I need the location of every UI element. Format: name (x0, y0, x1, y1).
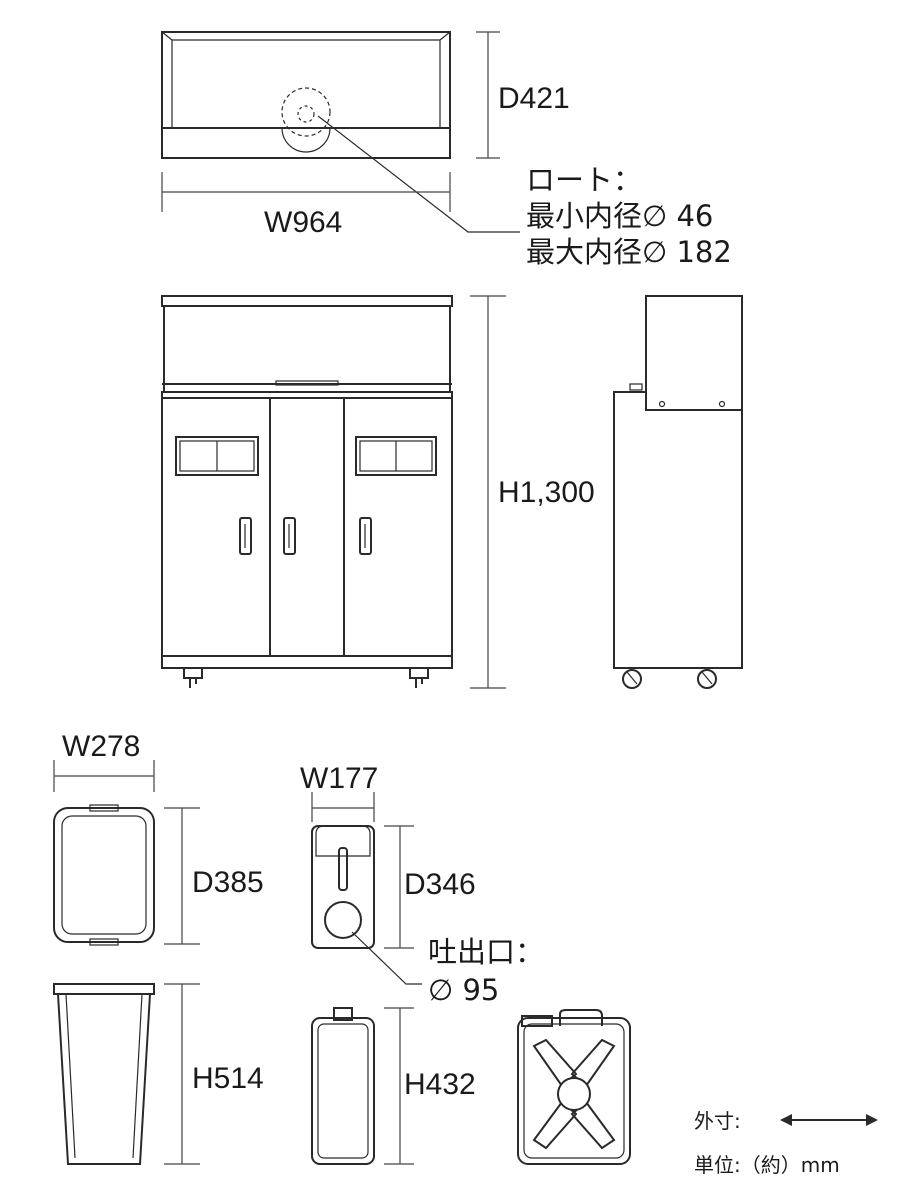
tank-height-dimension (384, 1007, 414, 1165)
bin-top-view (53, 804, 155, 946)
funnel-max-diameter: 最大内径∅ 182 (526, 235, 732, 269)
top-view (161, 31, 520, 233)
front-view (161, 295, 453, 688)
side-view (613, 295, 743, 689)
main-height-dimension (470, 295, 506, 689)
tank-top-view (311, 825, 422, 985)
tank-width-dimension (311, 792, 375, 822)
funnel-min-diameter: 最小内径∅ 46 (526, 199, 713, 233)
top-width-dimension (161, 172, 451, 212)
spout-title: 吐出口： (428, 935, 544, 969)
tank-side-view (311, 1007, 375, 1165)
legend-outer-label: 外寸: (694, 1109, 741, 1133)
tank-height-label: H432 (404, 1068, 476, 1101)
bin-width-label: W278 (62, 730, 140, 763)
bin-height-dimension (164, 983, 200, 1165)
funnel-title: ロート： (526, 163, 642, 197)
bin-depth-label: D385 (192, 866, 264, 899)
bin-side-view (53, 983, 155, 1165)
tank-front-view (517, 1009, 631, 1165)
bin-depth-dimension (164, 807, 200, 945)
legend-unit-label: 単位:（約）mm (694, 1153, 840, 1177)
tank-depth-label: D346 (404, 868, 476, 901)
bin-width-dimension (53, 760, 155, 792)
top-width-label: W964 (264, 206, 342, 239)
double-arrow-icon (780, 1114, 878, 1126)
bin-height-label: H514 (192, 1062, 264, 1095)
main-height-label: H1,300 (498, 476, 595, 509)
top-depth-label: D421 (498, 82, 570, 115)
tank-depth-dimension (384, 825, 414, 949)
top-depth-dimension (476, 31, 500, 159)
spout-diameter: ∅ 95 (428, 973, 499, 1007)
tank-width-label: W177 (300, 762, 378, 795)
